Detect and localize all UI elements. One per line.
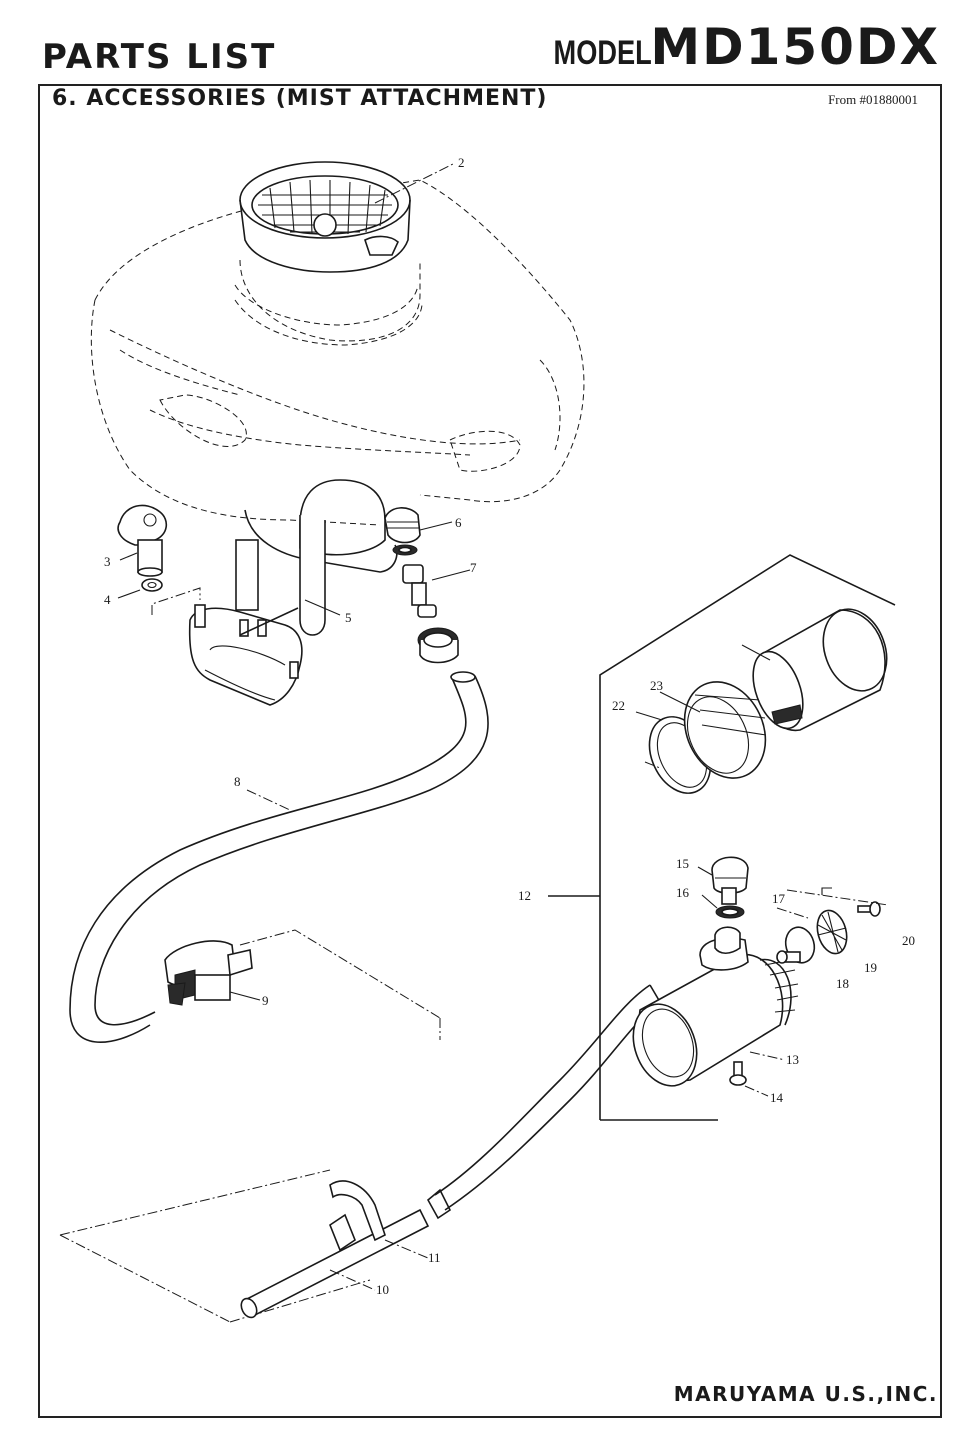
callout-8: 8	[234, 774, 241, 789]
callout-2: 2	[458, 155, 465, 170]
callout-18: 18	[836, 976, 849, 991]
washer-4	[141, 578, 163, 592]
clamp-11	[329, 1180, 386, 1252]
callout-10: 10	[376, 1282, 389, 1297]
callout-20: 20	[902, 933, 915, 948]
model-label: MODEL	[553, 34, 652, 72]
callout-5: 5	[345, 610, 352, 625]
callout-12: 12	[518, 888, 531, 903]
callout-7: 7	[470, 560, 477, 575]
callout-17: 17	[772, 891, 786, 906]
serial-range: From #01880001	[828, 92, 918, 107]
nozzle-hose	[434, 984, 651, 1196]
callout-15: 16	[676, 885, 690, 900]
pipe-segment-5b	[299, 515, 326, 636]
callout-19: 19	[864, 960, 877, 975]
callout-13: 13	[786, 1052, 799, 1067]
callout-4: 4	[104, 592, 111, 607]
valve-spool-7	[402, 564, 459, 664]
spinner-hub-18	[776, 926, 816, 964]
pump-bracket	[151, 587, 303, 706]
model-heading: MODEL MD150DX	[529, 22, 940, 72]
hose-8	[69, 677, 467, 1043]
pipe-segment-5a	[235, 539, 259, 611]
parts-list-title: PARTS LIST	[42, 37, 277, 77]
callout-21: 22	[612, 698, 625, 713]
nozzle-tube-23	[752, 608, 888, 731]
callout-16: 15	[676, 856, 689, 871]
strainer-basket	[239, 161, 411, 273]
callout-3: 3	[104, 554, 111, 569]
cap-16	[711, 856, 749, 905]
section-title: 6. ACCESSORIES (MIST ATTACHMENT)	[52, 86, 548, 111]
callout-9: 9	[262, 993, 269, 1008]
callout-11: 11	[428, 1250, 441, 1265]
connector-nut-6	[384, 507, 421, 556]
company-footer: MARUYAMA U.S.,INC.	[673, 1382, 938, 1406]
valve-cock-9	[164, 940, 253, 1006]
screw-19	[857, 901, 881, 917]
spinner-disc-17	[816, 909, 848, 955]
tank-outline	[90, 179, 585, 573]
callout-6: 6	[455, 515, 462, 530]
callout-14: 14	[770, 1090, 784, 1105]
model-number: MD150DX	[650, 18, 940, 76]
screw-14	[729, 1061, 747, 1086]
pipe-10	[240, 1208, 430, 1319]
ring-nut-22	[683, 681, 767, 779]
callout-22: 23	[650, 678, 663, 693]
nozzle-body-13	[632, 926, 799, 1087]
diagram-frame	[38, 84, 942, 1418]
tank-knob	[117, 504, 168, 577]
